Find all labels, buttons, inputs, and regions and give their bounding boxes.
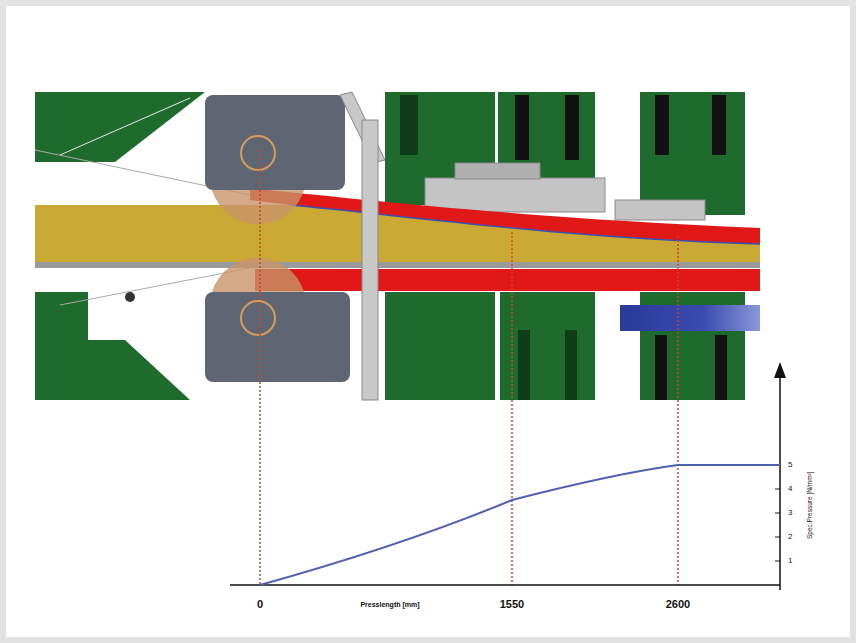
axis-value: 2600 bbox=[666, 599, 690, 610]
belt-line bbox=[60, 98, 190, 155]
roller bbox=[212, 258, 304, 292]
axis-tick bbox=[775, 489, 780, 490]
frame-slot bbox=[712, 95, 726, 155]
machine-frame bbox=[385, 292, 495, 400]
frame-slot bbox=[715, 335, 727, 400]
roller-axis bbox=[241, 301, 275, 335]
machine-frame bbox=[640, 92, 745, 215]
roller-axis bbox=[241, 136, 275, 170]
board bbox=[35, 262, 760, 268]
frame-slot bbox=[565, 95, 579, 160]
guide-roller bbox=[125, 292, 135, 302]
axis-value: 1550 bbox=[500, 599, 524, 610]
x-axis bbox=[230, 584, 780, 586]
axis-tick bbox=[775, 513, 780, 514]
axis-tick-label: 4 bbox=[788, 485, 792, 493]
roller-housing bbox=[205, 95, 345, 190]
machine-frame bbox=[35, 292, 190, 400]
axis-tick bbox=[775, 537, 780, 538]
frame-slot bbox=[400, 95, 418, 155]
frame-slot bbox=[518, 330, 530, 400]
press-plate bbox=[615, 200, 705, 220]
steel-belt bbox=[255, 269, 760, 291]
axis-tick-label: 1 bbox=[788, 557, 792, 565]
marker-line bbox=[511, 232, 513, 585]
frame bbox=[3, 3, 853, 640]
frame-slot bbox=[565, 330, 577, 400]
guide-post bbox=[362, 120, 378, 400]
roller-housing bbox=[205, 292, 350, 382]
axis-tick-label: 5 bbox=[788, 461, 792, 469]
frame-slot bbox=[655, 95, 669, 155]
machine-frame bbox=[35, 92, 205, 162]
frame-slot bbox=[655, 335, 667, 400]
axis-tick-label: 3 bbox=[788, 509, 792, 517]
pressure-curve bbox=[260, 465, 780, 585]
machine-frame bbox=[500, 292, 595, 400]
axis-tick bbox=[775, 561, 780, 562]
axis-value: 0 bbox=[257, 599, 263, 610]
marker-line bbox=[259, 150, 261, 585]
heating-plate bbox=[620, 305, 760, 331]
press-plate bbox=[455, 163, 540, 179]
belt-edge bbox=[290, 205, 760, 244]
axis-tick-label: 2 bbox=[788, 533, 792, 541]
axis-arrow bbox=[774, 362, 786, 378]
axis-title: Spec.Pressure [N/mm²] bbox=[807, 471, 814, 539]
roller bbox=[212, 190, 304, 224]
frame-slot bbox=[515, 95, 529, 160]
steel-belt bbox=[250, 188, 760, 244]
press-plate bbox=[425, 178, 605, 212]
marker-line bbox=[677, 236, 679, 585]
y-axis bbox=[779, 372, 781, 590]
axis-title: Presslength [mm] bbox=[360, 601, 419, 608]
